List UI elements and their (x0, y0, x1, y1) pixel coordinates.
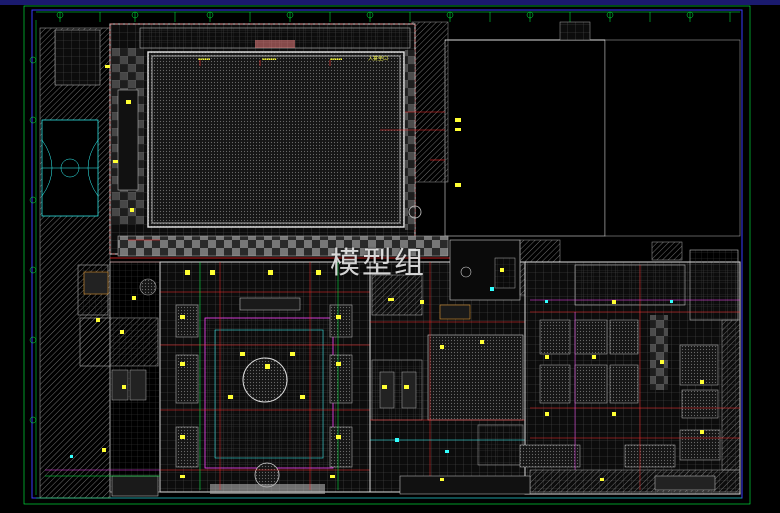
svg-text:▪▪▪▪▪▪▪: ▪▪▪▪▪▪▪ (262, 57, 276, 61)
hall-entrance-label: 入宴坐口 (368, 56, 389, 62)
svg-text:▪▪▪▪▪▪: ▪▪▪▪▪▪ (198, 57, 210, 61)
main-ballroom (147, 51, 405, 228)
title-bar-strip (0, 0, 780, 5)
svg-text:▪▪▪▪▪▪: ▪▪▪▪▪▪ (330, 57, 342, 61)
watermark: 模型组 (330, 246, 426, 281)
corridor (117, 235, 449, 257)
